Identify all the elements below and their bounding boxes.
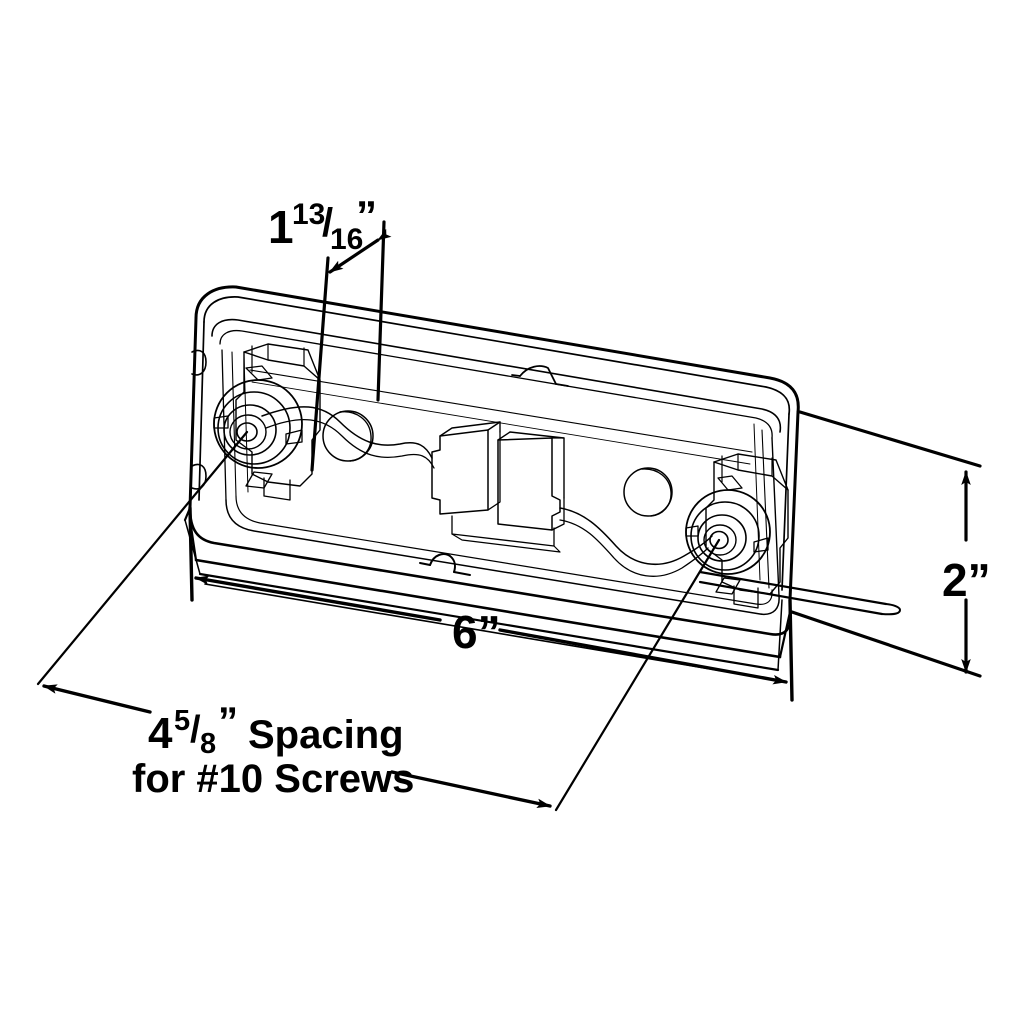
spacing-note-line2: for #10 Screws [132, 757, 414, 801]
spacing-denominator: 8 [200, 728, 216, 760]
spacing-unit: ” [218, 700, 238, 744]
dimension-depth [310, 220, 392, 472]
dimension-screw-spacing [36, 430, 721, 812]
extension-line-length-left [188, 506, 194, 602]
wire-lead [698, 570, 901, 616]
center-connector [431, 421, 565, 553]
extension-line-length-right [788, 598, 794, 702]
dimension-length [188, 506, 794, 702]
depth-fraction-slash: / [322, 201, 333, 245]
depth-denominator: 16 [330, 223, 363, 256]
length-label: 6” [452, 606, 501, 658]
extension-line-height-bottom [790, 610, 982, 678]
dimension-height [790, 410, 982, 678]
spacing-whole: 4 [148, 709, 173, 758]
wire-harness [261, 406, 713, 577]
dimension-arrow-length-left [194, 575, 442, 622]
dimension-arrow-spacing-right [390, 770, 552, 808]
depth-numerator: 13 [292, 198, 325, 231]
height-label: 2” [942, 554, 991, 606]
dimension-label-depth: 1 13 / 16 ” [268, 192, 377, 256]
left-mounting-boss [213, 343, 321, 501]
extension-line-height-top [798, 410, 982, 468]
depth-unit: ” [356, 192, 377, 239]
depth-whole: 1 [268, 201, 294, 253]
vent-hole-left [322, 410, 374, 462]
dimension-arrow-spacing-left [42, 684, 152, 714]
spacing-fraction-slash: / [190, 709, 201, 751]
spacing-numerator: 5 [174, 705, 190, 737]
spacing-note-line1: Spacing [248, 713, 404, 757]
dimension-arrow-length-right [498, 628, 788, 685]
leader-right-screw-hole [554, 538, 721, 812]
leader-left-screw-hole [36, 430, 249, 686]
dimension-arrow-depth [328, 228, 392, 274]
extension-line-depth-left [310, 256, 330, 472]
vent-hole-right [623, 467, 673, 517]
dimension-label-screw-spacing: 4 5 / 8 ” Spacing for #10 Screws [132, 700, 414, 801]
